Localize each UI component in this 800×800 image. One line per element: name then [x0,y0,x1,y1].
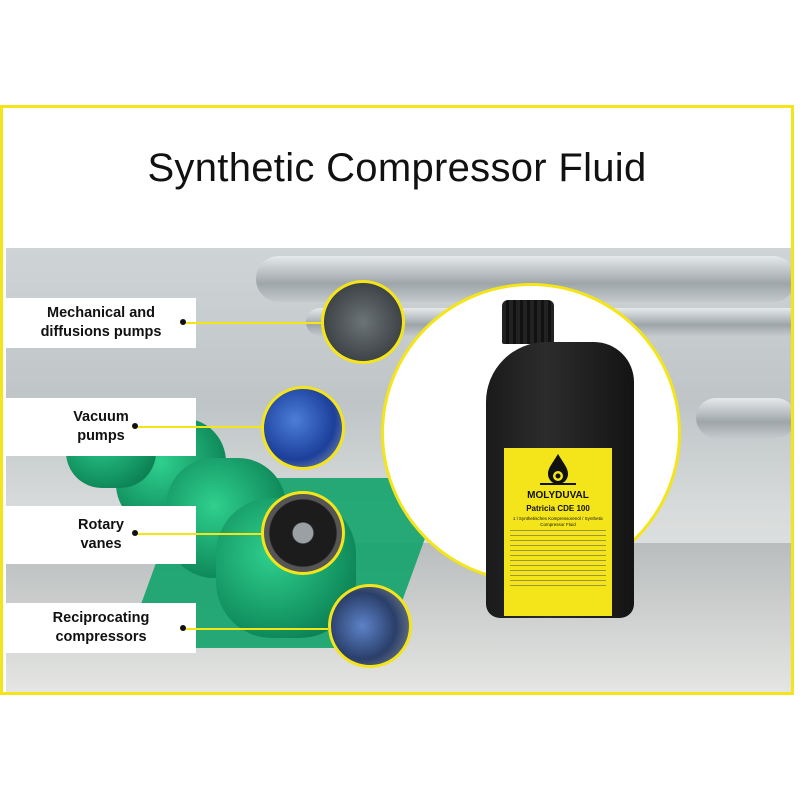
leader-line [183,628,328,630]
page-title: Synthetic Compressor Fluid [147,146,647,190]
leader-dot [180,319,186,325]
vacuum-pump-detail-image [261,386,345,470]
leader-line [135,533,263,535]
mechanical-pump-detail-image [321,280,405,364]
reciprocating-compressor-detail-image [328,584,412,668]
brand-logo-icon [540,454,576,485]
brand-name: MOLYDUVAL [527,490,589,501]
rotary-vane-detail-image [261,491,345,575]
leader-dot [132,530,138,536]
bottle-body: MOLYDUVAL Patricia CDE 100 1 l Synthetis… [486,342,634,618]
fine-print [510,530,606,586]
leader-dot [132,423,138,429]
leader-dot [180,625,186,631]
leader-line [183,322,323,324]
bottle-cap [502,300,554,344]
product-subtitle: 1 l Synthetisches Kompressorenöl / Synth… [512,516,604,527]
product-name: Patricia CDE 100 [526,504,590,513]
leader-line [135,426,263,428]
oil-bottle: MOLYDUVAL Patricia CDE 100 1 l Synthetis… [486,300,634,618]
bottle-label: MOLYDUVAL Patricia CDE 100 1 l Synthetis… [504,448,612,616]
